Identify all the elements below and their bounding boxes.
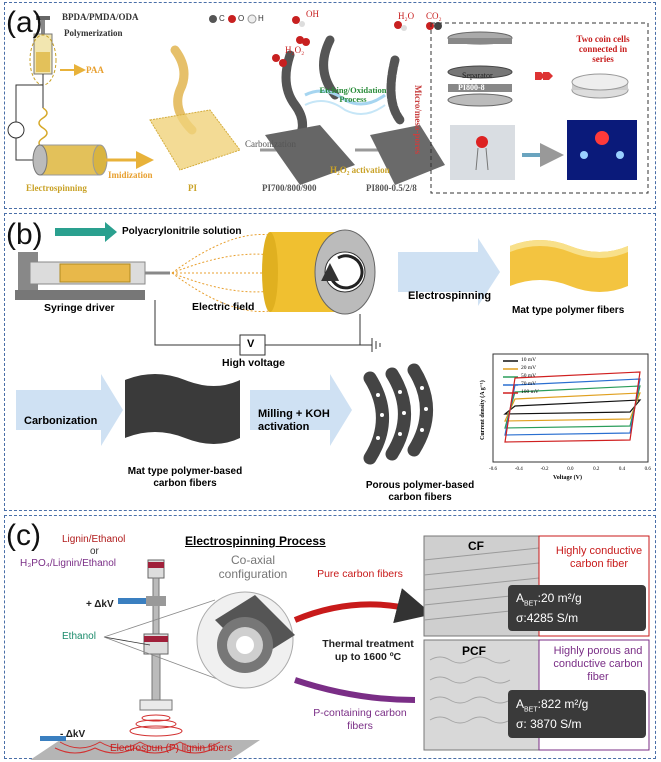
cv-legend-4: 100 mV — [521, 389, 539, 395]
pure-text: Pure carbon fibers — [317, 568, 403, 580]
cv-xtick-3: 0.0 — [567, 467, 574, 472]
solution-label: Polyacrylonitrile solution — [122, 226, 242, 237]
porous-label: Porous polymer-based carbon fibers — [355, 480, 485, 504]
thermal-label: Thermal treatment up to 1600 ºC — [318, 638, 418, 663]
precursor-label: BPDA/PMDA/ODA — [62, 12, 139, 22]
cv-loop-4 — [504, 371, 641, 443]
cv-loop-1 — [504, 392, 641, 422]
thermal-text: Thermal treatment up to 1600 ºC — [322, 638, 414, 663]
cv-legend-3: 70 mV — [521, 381, 537, 387]
pcf-sigma: σ: 3870 S/m — [516, 717, 582, 731]
coaxial-label: Co-axial configuration — [198, 553, 308, 582]
cv-xtick-5: 0.4 — [619, 467, 626, 472]
cf-abet-sub: BET — [524, 600, 538, 608]
paa-label: PAA — [86, 65, 104, 75]
cv-xtick-0: -0.6 — [489, 467, 497, 472]
cv-ticks: -0.6 -0.4 -0.2 0.0 0.2 0.4 0.6 — [489, 467, 651, 472]
syringe-driver-label: Syringe driver — [44, 302, 115, 314]
cv-xtick-2: -0.2 — [541, 467, 549, 472]
pure-label: Pure carbon fibers — [310, 568, 410, 581]
milling-text: Milling + KOH activation — [258, 408, 330, 434]
cf-desc-text: Highly conductive carbon fiber — [555, 545, 643, 571]
electrospinning-label-a: Electrospinning — [26, 183, 87, 193]
etching-text: Etching/Oxidation Process — [319, 85, 387, 105]
carbonization-label-b: Carbonization — [24, 415, 98, 427]
pi-label: PI — [188, 183, 197, 193]
cf-label: CF — [468, 539, 484, 553]
cf-abet: ABET:20 m²/g — [516, 592, 582, 607]
cv-xtick-1: -0.4 — [515, 467, 523, 472]
pcf-abet-sub: BET — [524, 706, 538, 714]
cell-top-label: PI800-8 — [458, 58, 485, 67]
spun-label: Electrospun (P) lignin fibers — [110, 743, 233, 754]
cv-curves — [503, 360, 642, 443]
mat-carbon-label: Mat type polymer-based carbon fibers — [118, 466, 252, 490]
cv-loop-0 — [503, 399, 642, 415]
porous-text: Porous polymer-based carbon fibers — [365, 480, 475, 503]
pcf-abet-val: :822 m²/g — [537, 697, 589, 711]
cv-legend-0: 10 mV — [521, 357, 537, 363]
ethanol-label: Ethanol — [62, 631, 96, 642]
p-containing-label: P-containing carbon fibers — [305, 707, 415, 732]
h3po4-label: H₃PO₄/Lignin/Ethanol — [20, 558, 116, 569]
separator-label: Separator — [462, 71, 493, 80]
v-symbol: V — [247, 338, 255, 350]
milling-label: Milling + KOH activation — [258, 408, 343, 434]
co2-label: CO₂ — [426, 11, 442, 21]
electrospinning-label-b: Electrospinning — [408, 290, 492, 302]
cv-xlabel: Voltage (V) — [553, 475, 582, 481]
legend-o: O — [238, 14, 245, 23]
mat-fibers-label: Mat type polymer fibers — [512, 305, 625, 316]
coaxial-text: Co-axial configuration — [218, 553, 288, 581]
cf-sigma: σ:4285 S/m — [516, 611, 579, 625]
cf-abet-val: :20 m²/g — [537, 591, 582, 605]
pcf-desc-text: Highly porous and conductive carbon fibe… — [553, 645, 643, 684]
pcf-label: PCF — [462, 644, 486, 658]
cell-bottom-label: PI800-8 — [458, 83, 485, 92]
high-voltage-label: High voltage — [222, 357, 286, 369]
coin-cells-text: Two coin cells connected in series — [576, 34, 630, 64]
process-title: Electrospinning Process — [185, 534, 326, 548]
etching-label: Etching/Oxidation Process — [318, 85, 388, 105]
pcf-desc: Highly porous and conductive carbon fibe… — [548, 645, 648, 685]
cf-abet-a: A — [516, 591, 525, 605]
cv-legend-1: 20 mV — [521, 365, 537, 371]
lignin-label: Lignin/Ethanol — [62, 534, 126, 545]
panel-c-label: (c) — [6, 519, 41, 552]
oh-label: OH — [306, 9, 319, 19]
legend-c: C — [219, 14, 225, 23]
pi-series-label: PI700/800/900 — [262, 183, 317, 193]
cf-desc: Highly conductive carbon fiber — [554, 545, 644, 571]
imidization-label: Imidization — [108, 170, 153, 180]
p-containing-text: P-containing carbon fibers — [313, 707, 407, 732]
cv-plot-frame — [492, 353, 649, 463]
pcf-abet: ABET:822 m²/g — [516, 698, 588, 713]
pcf-abet-a: A — [516, 697, 525, 711]
h2o-label: H₂O — [398, 11, 415, 21]
plus-kv-label: + ΔkV — [86, 599, 114, 610]
legend-h: H — [258, 14, 264, 23]
carbonization-label-a: Carbonization — [245, 139, 296, 149]
cv-xtick-4: 0.2 — [593, 467, 600, 472]
polymerization-label: Polymerization — [64, 28, 123, 38]
coin-cells-label: Two coin cells connected in series — [568, 34, 638, 65]
panel-b-label: (b) — [6, 218, 43, 251]
activation-label: H₂O₂ activation — [330, 165, 390, 175]
minus-kv-label: - ΔkV — [60, 729, 86, 740]
cv-xtick-6: 0.6 — [645, 467, 652, 472]
electric-field-label: Electric field — [192, 301, 255, 313]
panel-a-label: (a) — [6, 6, 43, 39]
cv-legend-2: 50 mV — [521, 373, 537, 379]
or-label: or — [90, 546, 99, 557]
mat-carbon-text: Mat type polymer-based carbon fibers — [127, 466, 243, 489]
h2o2-label: H₂O₂ — [285, 45, 305, 55]
pi-final-label: PI800-0.5/2/8 — [366, 183, 417, 193]
